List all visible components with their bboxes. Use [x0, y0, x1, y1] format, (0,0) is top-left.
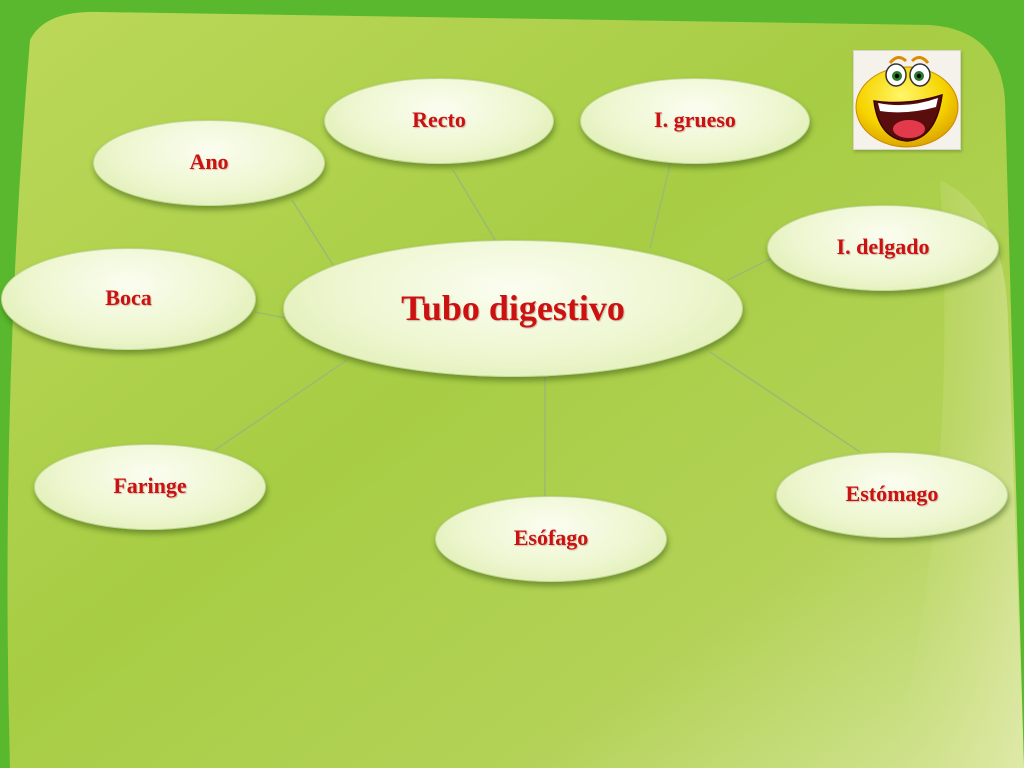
node-ano: Ano — [93, 120, 325, 206]
center-node: Tubo digestivo — [283, 240, 743, 377]
node-estomago: Estómago — [776, 452, 1008, 538]
laughing-face-icon — [855, 56, 959, 148]
connector-recto — [452, 169, 496, 241]
connectors — [214, 164, 861, 496]
connector-estomago — [709, 351, 861, 453]
node-boca: Boca — [1, 248, 256, 350]
node-grueso: I. grueso — [580, 78, 810, 164]
node-grueso-label: I. grueso — [654, 107, 736, 132]
emoji-frame — [853, 50, 961, 150]
node-delgado: I. delgado — [767, 205, 999, 291]
node-delgado-label: I. delgado — [836, 234, 930, 259]
connector-ano — [291, 199, 334, 266]
connector-grueso — [649, 164, 671, 249]
node-faringe: Faringe — [34, 444, 266, 530]
connector-delgado — [727, 257, 773, 281]
node-recto-label: Recto — [412, 107, 466, 132]
node-recto: Recto — [324, 78, 554, 164]
connector-boca — [254, 311, 286, 319]
node-esofago: Esófago — [435, 496, 667, 582]
connector-faringe — [214, 359, 348, 451]
node-faringe-label: Faringe — [113, 473, 187, 498]
node-estomago-label: Estómago — [845, 481, 939, 506]
node-boca-label: Boca — [105, 285, 152, 310]
node-ano-label: Ano — [189, 149, 229, 174]
center-node-label: Tubo digestivo — [401, 287, 625, 328]
node-esofago-label: Esófago — [513, 525, 589, 550]
